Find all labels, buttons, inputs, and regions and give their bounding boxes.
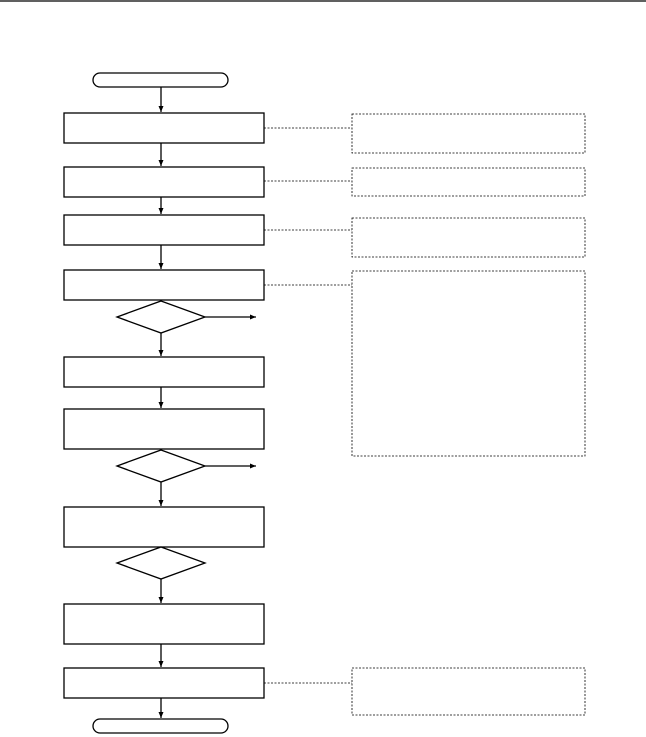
process-box-8 bbox=[63, 603, 265, 645]
annotation-note-2 bbox=[264, 167, 586, 197]
annotation-note-1 bbox=[264, 113, 586, 154]
start-terminator bbox=[92, 72, 229, 88]
annotation-note-5 bbox=[264, 667, 586, 716]
process-box-2 bbox=[63, 166, 265, 198]
process-box-9 bbox=[63, 667, 265, 699]
process-box-6 bbox=[63, 408, 265, 450]
process-box-7 bbox=[63, 506, 265, 548]
decision-diamond-1 bbox=[115, 300, 207, 334]
annotation-note-3 bbox=[264, 217, 586, 258]
end-terminator bbox=[92, 718, 229, 734]
process-box-1 bbox=[63, 112, 265, 144]
annotation-note-4 bbox=[264, 270, 586, 457]
process-box-4 bbox=[63, 269, 265, 301]
process-box-5 bbox=[63, 356, 265, 388]
decision-diamond-3 bbox=[115, 546, 207, 580]
decision-diamond-2 bbox=[115, 449, 207, 483]
process-box-3 bbox=[63, 214, 265, 246]
